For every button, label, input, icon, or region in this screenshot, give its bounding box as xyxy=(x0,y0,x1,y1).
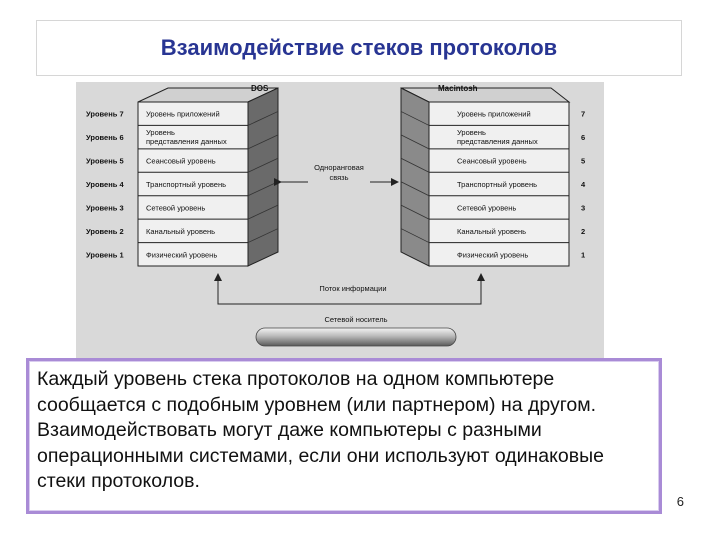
left-layer-name: Уровень приложений xyxy=(146,110,220,119)
left-layer-name: Сеансовый уровень xyxy=(146,157,216,166)
right-stack-front-face xyxy=(428,101,570,267)
medium-label: Сетевой носитель xyxy=(324,315,387,324)
right-stack-side-stripe xyxy=(400,134,430,150)
network-cable xyxy=(255,327,457,347)
right-level-number: 4 xyxy=(581,180,586,189)
right-layer-name: представления данных xyxy=(457,137,538,146)
right-level-number: 1 xyxy=(581,250,585,259)
information-flow-arrow xyxy=(217,273,485,305)
right-layer-name: Физический уровень xyxy=(457,250,528,259)
right-stack-title: Macintosh xyxy=(438,84,478,93)
peer-label-line-1: Одноранговая xyxy=(314,163,364,172)
left-stack-side-stripe xyxy=(247,134,279,150)
left-level-label: Уровень 4 xyxy=(86,180,124,189)
right-layer-name: Уровень xyxy=(457,128,486,137)
left-level-label: Уровень 1 xyxy=(86,250,124,259)
left-stack-side-stripe xyxy=(247,204,279,220)
right-stack-side-stripe xyxy=(400,181,430,197)
slide-title: Взаимодействие стеков протоколов xyxy=(160,35,558,60)
left-stack-side-stripe xyxy=(247,228,279,243)
left-layer-name: Транспортный уровень xyxy=(146,180,226,189)
left-layer-name: Канальный уровень xyxy=(146,227,215,236)
left-layer-name: Физический уровень xyxy=(146,250,217,259)
left-level-label: Уровень 5 xyxy=(86,157,124,166)
right-level-number: 3 xyxy=(581,203,585,212)
left-layer-name: Сетевой уровень xyxy=(146,203,205,212)
right-level-number: 2 xyxy=(581,227,585,236)
peer-label-line-2: связь xyxy=(329,173,348,182)
left-stack-front-face xyxy=(137,101,249,267)
page-number: 6 xyxy=(676,494,684,509)
left-stack-side-stripe xyxy=(247,111,279,126)
left-level-label: Уровень 2 xyxy=(86,227,124,236)
left-level-label: Уровень 3 xyxy=(86,203,124,212)
left-stack-side-stripe xyxy=(247,181,279,197)
flow-label: Поток информации xyxy=(319,284,386,293)
right-stack-side-stripe xyxy=(400,204,430,220)
right-stack-side-stripe xyxy=(400,157,430,173)
right-level-number: 6 xyxy=(581,133,585,142)
right-layer-name: Транспортный уровень xyxy=(457,180,537,189)
left-level-label: Уровень 7 xyxy=(86,110,124,119)
left-stack-side-stripe xyxy=(247,157,279,173)
peer-label-background xyxy=(308,160,370,184)
right-layer-name: Канальный уровень xyxy=(457,227,526,236)
left-layer-name: Уровень xyxy=(146,128,175,137)
left-stack-title: DOS xyxy=(251,84,269,93)
right-stack-side-stripe xyxy=(400,111,430,126)
caption-text: Каждый уровень стека протоколов на одном… xyxy=(37,368,604,492)
left-stack-side-face xyxy=(247,87,279,267)
right-layer-name: Уровень приложений xyxy=(457,110,531,119)
right-stack-top-face xyxy=(400,87,571,103)
right-level-number: 5 xyxy=(581,157,585,166)
flow-label-background xyxy=(301,282,405,294)
left-layer-name: представления данных xyxy=(146,137,227,146)
left-level-label: Уровень 6 xyxy=(86,133,124,142)
right-stack-side-stripe xyxy=(400,228,430,243)
right-stack-side-face xyxy=(400,87,430,267)
right-level-number: 7 xyxy=(581,110,585,119)
caption-box: Каждый уровень стека протоколов на одном… xyxy=(26,358,662,514)
right-layer-name: Сетевой уровень xyxy=(457,203,516,212)
title-box: Взаимодействие стеков протоколов xyxy=(36,20,682,76)
right-layer-name: Сеансовый уровень xyxy=(457,157,527,166)
